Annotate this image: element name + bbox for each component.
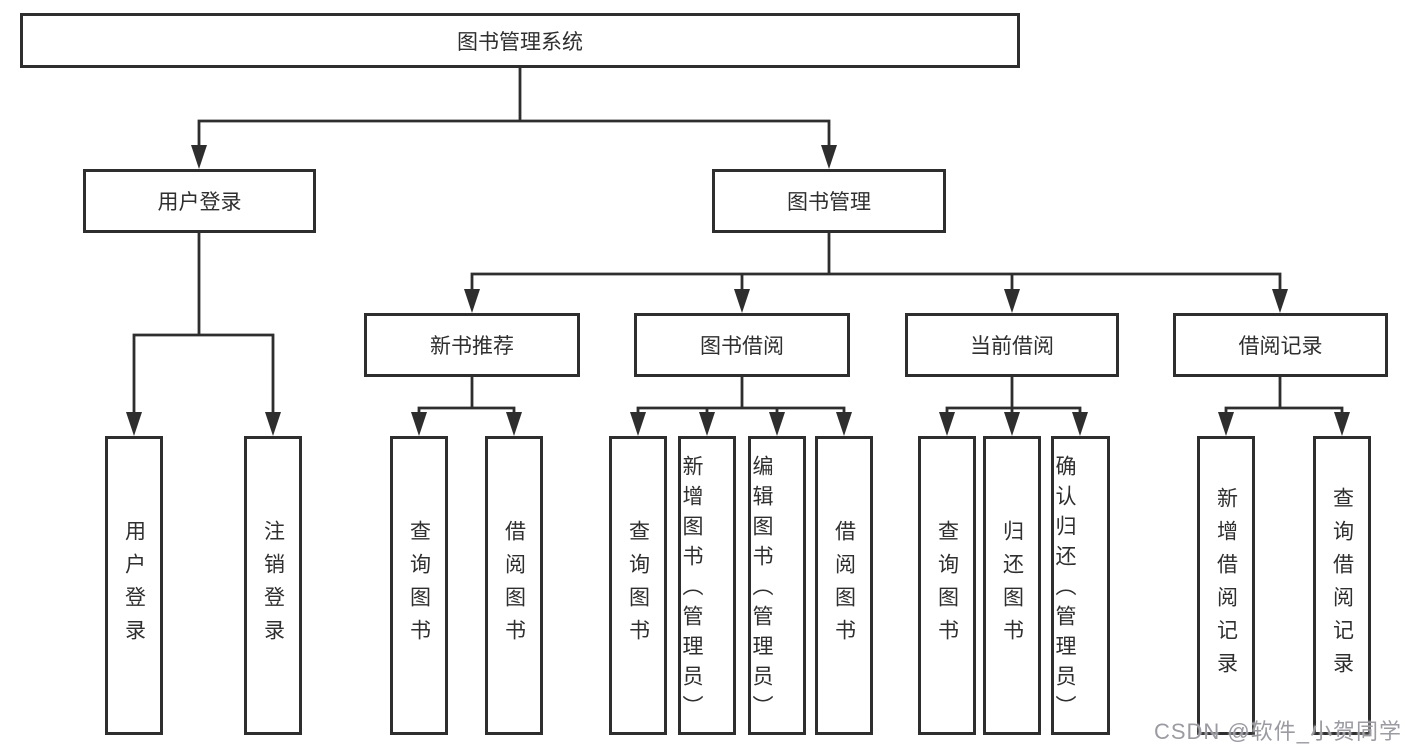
node-user-login-label: 用户登录 [157,191,242,214]
leaf-add-borrow-record: 新增借阅记录 [1197,436,1255,735]
leaf-add-book-admin-label: 新增图书（管理员） [680,454,703,725]
leaf-add-book-admin: 新增图书（管理员） [678,436,736,735]
node-new-book-recommend-label: 新书推荐 [430,335,514,358]
leaf-return-books: 归还图书 [983,436,1041,735]
leaf-return-books-label: 归还图书 [1000,519,1024,652]
leaf-confirm-return-admin-label: 确认归还（管理员） [1053,454,1076,725]
leaf-user-login: 用户登录 [105,436,163,735]
leaf-query-books-current-label: 查询图书 [935,519,959,652]
leaf-edit-book-admin-label: 编辑图书（管理员） [750,454,773,725]
leaf-logout-login-label: 注销登录 [261,519,285,652]
node-user-login: 用户登录 [83,169,316,233]
leaf-query-books-recommend-label: 查询图书 [407,519,431,652]
leaf-borrow-books: 借阅图书 [815,436,873,735]
node-current-borrow: 当前借阅 [905,313,1119,377]
node-current-borrow-label: 当前借阅 [970,335,1054,358]
leaf-borrow-books-recommend-label: 借阅图书 [502,519,526,652]
leaf-query-books-borrow-label: 查询图书 [626,519,650,652]
leaf-query-books-recommend: 查询图书 [390,436,448,735]
node-root-system: 图书管理系统 [20,13,1020,68]
node-book-borrow-label: 图书借阅 [700,335,784,358]
leaf-add-borrow-record-label: 新增借阅记录 [1214,486,1238,685]
leaf-confirm-return-admin: 确认归还（管理员） [1051,436,1110,735]
leaf-query-borrow-record: 查询借阅记录 [1313,436,1371,735]
leaf-borrow-books-label: 借阅图书 [832,519,856,652]
node-book-management-label: 图书管理 [787,191,871,214]
leaf-user-login-label: 用户登录 [122,519,146,652]
arrowhead-icons [126,145,1350,436]
node-root-system-label: 图书管理系统 [457,30,583,54]
csdn-watermark: CSDN @软件_小贺同学 [1153,719,1402,744]
leaf-logout-login: 注销登录 [244,436,302,735]
leaf-query-borrow-record-label: 查询借阅记录 [1330,486,1354,685]
node-book-management: 图书管理 [712,169,946,233]
leaf-query-books-current: 查询图书 [918,436,976,735]
leaf-query-books-borrow: 查询图书 [609,436,667,735]
node-book-borrow: 图书借阅 [634,313,850,377]
node-new-book-recommend: 新书推荐 [364,313,580,377]
node-borrow-records: 借阅记录 [1173,313,1388,377]
leaf-edit-book-admin: 编辑图书（管理员） [748,436,806,735]
node-borrow-records-label: 借阅记录 [1238,335,1323,358]
leaf-borrow-books-recommend: 借阅图书 [485,436,543,735]
